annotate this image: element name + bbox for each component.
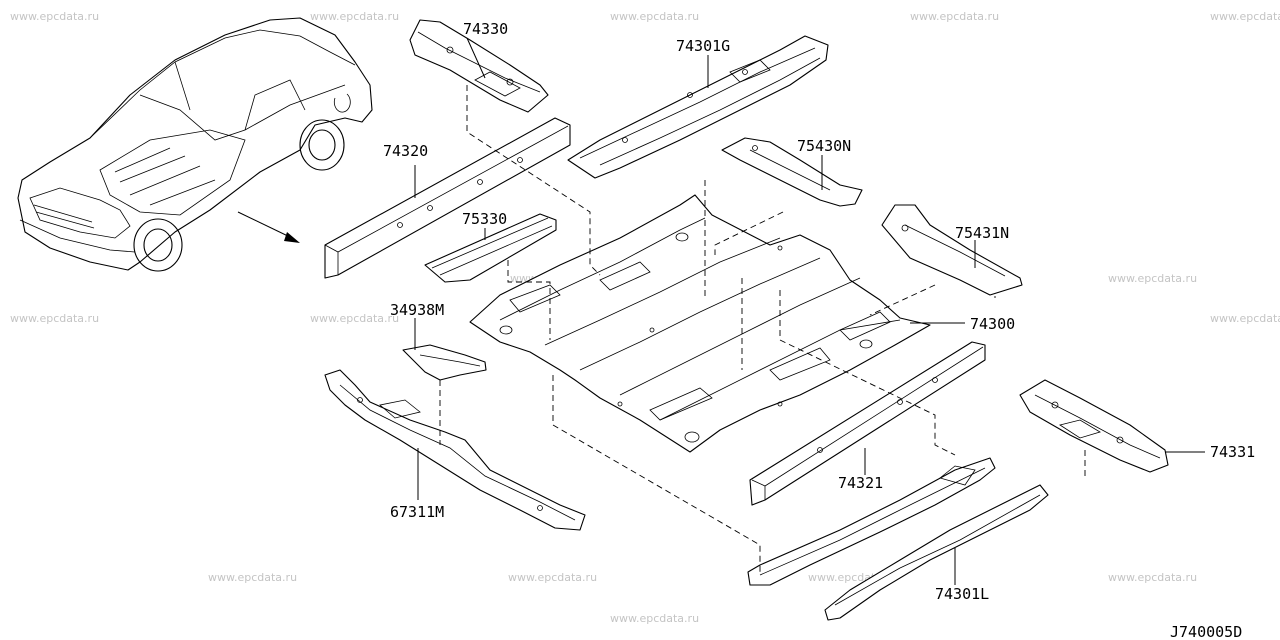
- part-67311M: [324, 369, 586, 531]
- label-74330: 74330: [463, 20, 508, 38]
- part-75430N: [721, 137, 863, 207]
- dashed-lines: [439, 85, 1086, 572]
- callouts: 74330 74301G 74320 75430N 75330 75431N 3…: [383, 20, 1255, 603]
- leader-lines: [414, 37, 1205, 585]
- part-74330: [409, 19, 549, 113]
- watermarks: www.epcdata.ru www.epcdata.ru www.epcdat…: [10, 10, 1280, 625]
- watermark: www.epcdata.ru: [1108, 571, 1197, 584]
- part-75330: [424, 213, 557, 283]
- label-34938M: 34938M: [390, 301, 444, 319]
- part-75431N: [881, 204, 1023, 296]
- label-74320: 74320: [383, 142, 428, 160]
- label-75330: 75330: [462, 210, 507, 228]
- label-74300: 74300: [970, 315, 1015, 333]
- label-74301L: 74301L: [935, 585, 989, 603]
- part-74300: [469, 194, 931, 453]
- watermark: www.epcdata.ru: [10, 10, 99, 23]
- label-74301G: 74301G: [676, 37, 730, 55]
- watermark: www.epcdata.ru: [1210, 10, 1280, 23]
- part-34938M: [402, 344, 487, 381]
- diagram-code: J740005D: [1170, 623, 1242, 640]
- part-74320: [324, 117, 571, 279]
- part-74321: [749, 341, 986, 506]
- watermark: www.epcdata.ru: [610, 612, 699, 625]
- part-74331: [1019, 379, 1169, 473]
- car-illustration: [17, 17, 373, 272]
- watermark: www.epcdata.ru: [508, 571, 597, 584]
- watermark: www.epcdata.ru: [310, 10, 399, 23]
- label-67311M: 67311M: [390, 503, 444, 521]
- watermark: www.epcdata.ru: [610, 10, 699, 23]
- watermark: www.epcdata.ru: [910, 10, 999, 23]
- part-74301L: [747, 457, 1049, 621]
- part-74301G: [567, 35, 829, 179]
- label-75430N: 75430N: [797, 137, 851, 155]
- label-74321: 74321: [838, 474, 883, 492]
- label-74331: 74331: [1210, 443, 1255, 461]
- watermark: www.epcdata.ru: [1108, 272, 1197, 285]
- watermark: www.epcdata.ru: [1210, 312, 1280, 325]
- watermark: www.epcdata.ru: [310, 312, 399, 325]
- label-75431N: 75431N: [955, 224, 1009, 242]
- watermark: www.epcdata.ru: [208, 571, 297, 584]
- watermark: www.epcdata.ru: [10, 312, 99, 325]
